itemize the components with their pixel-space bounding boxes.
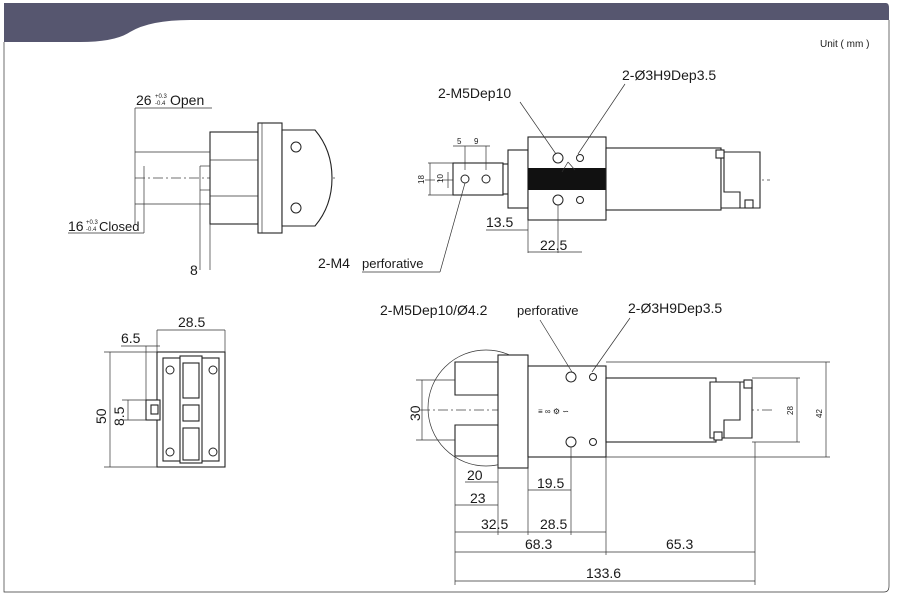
- open-tol-lower: -0.4: [155, 101, 166, 107]
- dim-19-5: 19.5: [537, 475, 564, 491]
- page-border: [3, 20, 890, 593]
- dim-65-3: 65.3: [666, 536, 693, 552]
- open-tol-upper: +0.3: [155, 94, 168, 100]
- dim-28: 28: [786, 406, 795, 415]
- dim-10: 10: [436, 174, 445, 183]
- sub-dim: 8.5: [111, 406, 127, 426]
- m5-label: 2-M5Dep10: [438, 85, 511, 101]
- m4-perforative: perforative: [362, 256, 423, 271]
- open-dim: 26: [136, 92, 152, 108]
- dim-22-5: 22.5: [540, 237, 567, 253]
- m4-label: 2-M4: [318, 255, 350, 271]
- pin-label: 2-Ø3H9Dep3.5: [622, 67, 716, 83]
- closed-tol-upper: +0.3: [86, 220, 99, 226]
- closed-label: Closed: [99, 219, 139, 234]
- view-bottom-right: ≡ ∞ ⚙ ∽ 2-M5Dep10/Ø4.2 perforative 2-Ø3H…: [380, 300, 830, 585]
- dim-18: 18: [417, 175, 426, 184]
- dim-20: 20: [467, 467, 483, 483]
- dim-30: 30: [407, 405, 423, 421]
- open-label: Open: [170, 92, 204, 108]
- pin-label-2: 2-Ø3H9Dep3.5: [628, 300, 722, 316]
- offset-dim: 6.5: [121, 330, 141, 346]
- dim-23: 23: [470, 490, 486, 506]
- width-dim: 28.5: [178, 314, 205, 330]
- shaft-fill: [528, 168, 606, 190]
- closed-dim: 16: [68, 218, 84, 234]
- dim-133-6: 133.6: [586, 565, 621, 581]
- logo-mark: ≡ ∞ ⚙ ∽: [538, 407, 569, 416]
- unit-label: Unit ( mm ): [820, 39, 869, 50]
- view-top-right: 2-M5Dep10 2-Ø3H9Dep3.5 5 9 18 10 2-M4 pe…: [318, 67, 770, 273]
- dim-28-5: 28.5: [540, 516, 567, 532]
- dim-5: 5: [457, 137, 462, 146]
- dim-32-5: 32.5: [481, 516, 508, 532]
- view-bottom-left: 28.5 6.5 50 8.5: [93, 314, 226, 468]
- view-top-left: 26 +0.3 -0.4 Open 16 +0.3 -0.4 Closed 8: [68, 92, 335, 278]
- dim-68-3: 68.3: [525, 536, 552, 552]
- m5-perforative: perforative: [517, 303, 578, 318]
- height-dim: 50: [93, 408, 109, 424]
- dim-13-5: 13.5: [486, 214, 513, 230]
- closed-tol-lower: -0.4: [86, 227, 97, 233]
- dim-42: 42: [815, 409, 824, 418]
- m5-label-2: 2-M5Dep10/Ø4.2: [380, 302, 488, 318]
- header-bar: [4, 3, 889, 42]
- depth-dim: 8: [190, 262, 198, 278]
- dim-9: 9: [474, 137, 479, 146]
